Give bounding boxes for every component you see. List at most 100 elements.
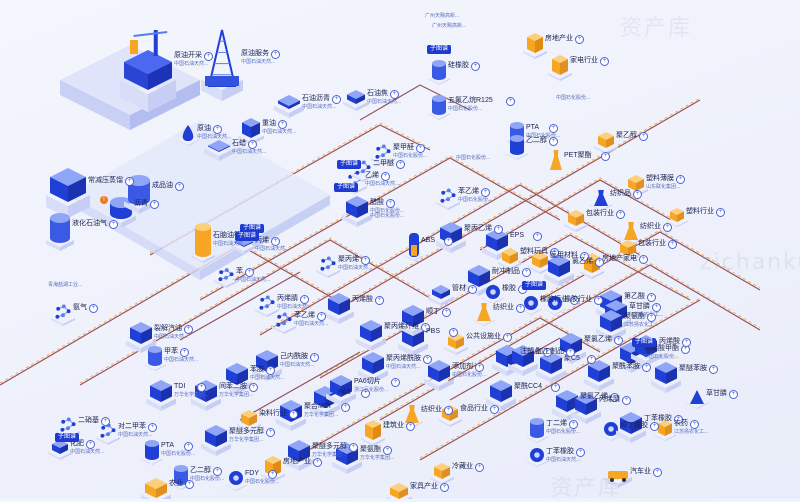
n101-expand-icon[interactable]: + xyxy=(653,468,662,477)
n14-label[interactable]: 苯 xyxy=(236,268,243,275)
n38-label[interactable]: 聚氨酯 xyxy=(360,446,381,453)
n102-company-label[interactable]: 江苏扬农化工... xyxy=(674,429,709,435)
n65-label[interactable]: 纺织业 xyxy=(493,304,514,311)
n96-expand-icon[interactable]: + xyxy=(576,448,585,457)
n1-company-label[interactable]: 中国石油天然... xyxy=(174,61,209,67)
n5-expand-icon[interactable]: + xyxy=(278,120,287,129)
n18-label[interactable]: TDI xyxy=(174,383,186,390)
n103-label[interactable]: 草甘膦 xyxy=(706,390,727,397)
n4-expand-icon[interactable]: + xyxy=(248,140,257,149)
n59-expand-icon[interactable]: + xyxy=(533,232,542,241)
n80-expand-icon[interactable]: + xyxy=(663,223,672,232)
n8-label[interactable]: 常减压蒸馏 xyxy=(88,177,123,184)
n90-label[interactable]: 加工制品 xyxy=(536,348,564,355)
n29-company-label[interactable]: 中国石油天然... xyxy=(294,321,329,327)
n37-expand-icon[interactable]: + xyxy=(349,443,358,452)
n75-label[interactable]: 聚乙醇 xyxy=(616,132,637,139)
n51-label[interactable]: 顺丁 xyxy=(426,308,440,315)
n15-label[interactable]: 氨气 xyxy=(73,304,87,311)
n95-company-label[interactable]: 中国石化股份... xyxy=(546,429,581,435)
n93-expand-icon[interactable]: + xyxy=(642,363,651,372)
n81-expand-icon[interactable]: + xyxy=(668,240,677,249)
n80-label[interactable]: 纺织业 xyxy=(640,223,661,230)
n27-company-label[interactable]: 万华化学集团... xyxy=(229,437,264,443)
n97-label[interactable]: 聚氯乙烯 xyxy=(580,393,608,400)
n98-expand-icon[interactable]: + xyxy=(622,396,631,405)
n21-company-label[interactable]: 中国石油天然... xyxy=(118,432,153,438)
n91-label[interactable]: 丙烯酸甲酯 xyxy=(644,345,679,352)
n85-label[interactable]: 草甘膦 xyxy=(629,303,650,310)
n49-expand-icon[interactable]: + xyxy=(503,333,512,342)
n97-expand-icon[interactable]: + xyxy=(610,393,619,402)
n10-label[interactable]: 沥青 xyxy=(134,200,148,207)
n77-company-label[interactable]: 山东联化集团... xyxy=(646,184,681,190)
n35-expand-icon[interactable]: + xyxy=(361,389,370,398)
subgraph-tag-4[interactable]: 子图谱 xyxy=(240,224,265,233)
n72-company-label[interactable]: 中国石化股份... xyxy=(526,133,561,139)
n39-label[interactable]: 聚丙烯 xyxy=(338,256,359,263)
n28-company-label[interactable]: 中国石油天然... xyxy=(250,375,285,381)
n52-label[interactable]: 醋酸 xyxy=(370,199,384,206)
n47-label[interactable]: 食品行业 xyxy=(460,405,488,412)
n32-label[interactable]: 染料行业 xyxy=(259,410,287,417)
n57-label[interactable]: ABS xyxy=(421,237,436,244)
n48-company-label[interactable]: 中国石化股份... xyxy=(452,372,487,378)
n85-expand-icon[interactable]: + xyxy=(652,303,661,312)
n53-expand-icon[interactable]: + xyxy=(381,172,390,181)
n2-label[interactable]: 原油服务 xyxy=(241,50,269,57)
n43-label[interactable]: 建筑业 xyxy=(383,422,404,429)
n69-company-label[interactable]: 中国石化股份... xyxy=(448,106,483,112)
n61-label[interactable]: 医用材料 xyxy=(550,252,578,259)
n70-expand-icon[interactable]: + xyxy=(575,35,584,44)
n96-label[interactable]: 丁苯橡胶 xyxy=(546,448,574,455)
n30-label[interactable]: 丙烯腈 xyxy=(277,295,298,302)
n14-expand-icon[interactable]: + xyxy=(245,268,254,277)
n44-expand-icon[interactable]: + xyxy=(444,406,453,415)
n31-company-label[interactable]: 中国石油天然... xyxy=(280,362,315,368)
n40-label[interactable]: 丙烯酸 xyxy=(352,296,373,303)
n86-company-label[interactable]: 江苏扬农化工... xyxy=(624,322,659,328)
n19-expand-icon[interactable]: + xyxy=(101,417,110,426)
n36-label[interactable]: PA6切片 xyxy=(354,378,381,385)
n17-expand-icon[interactable]: + xyxy=(180,348,189,357)
n4-company-label[interactable]: 中国石油天然... xyxy=(232,149,267,155)
n87-label[interactable]: 聚氯乙烯 xyxy=(584,336,612,343)
n5-company-label[interactable]: 中国石油天然... xyxy=(262,129,297,135)
n72-label[interactable]: PTA xyxy=(526,124,540,131)
n92-label[interactable]: 聚醚苯胺 xyxy=(679,365,707,372)
n103-expand-icon[interactable]: + xyxy=(729,390,738,399)
n38-expand-icon[interactable]: + xyxy=(383,446,392,455)
n6-company-label[interactable]: 中国石油天然... xyxy=(302,104,337,110)
n33-label[interactable]: 聚合MDI xyxy=(304,403,331,410)
n70-label[interactable]: 房地产业 xyxy=(545,35,573,42)
n62-expand-icon[interactable]: + xyxy=(522,268,531,277)
n36-expand-icon[interactable]: + xyxy=(391,378,400,387)
n51-expand-icon[interactable]: + xyxy=(442,308,451,317)
n33-expand-icon[interactable]: + xyxy=(341,403,350,412)
n64-label[interactable]: 橡胶 xyxy=(502,285,516,292)
n4-label[interactable]: 石蜡 xyxy=(232,140,246,147)
n102-expand-icon[interactable]: + xyxy=(690,420,699,429)
n86-expand-icon[interactable]: + xyxy=(647,313,656,322)
n65-expand-icon[interactable]: + xyxy=(516,304,525,313)
n95-expand-icon[interactable]: + xyxy=(569,420,578,429)
n3-company-label[interactable]: 中国石油天然... xyxy=(197,134,232,140)
n38-company-label[interactable]: 万华化学集团... xyxy=(360,455,395,461)
n11-label[interactable]: 成品油 xyxy=(152,182,173,189)
n89-expand-icon[interactable]: + xyxy=(543,348,552,357)
n5-label[interactable]: 重油 xyxy=(262,120,276,127)
extra-company-label-5[interactable]: 广州天赐高新... xyxy=(432,23,467,29)
n24-expand-icon[interactable]: + xyxy=(213,467,222,476)
subgraph-tag-3[interactable]: 子图谱 xyxy=(334,183,359,192)
n42-label[interactable]: 聚丙烯纤维 xyxy=(384,323,419,330)
n34-label[interactable]: 房地产业 xyxy=(283,458,311,465)
n31-label[interactable]: 己内酰胺 xyxy=(280,353,308,360)
n99-expand-icon[interactable]: + xyxy=(650,422,659,431)
n78-expand-icon[interactable]: + xyxy=(716,208,725,217)
n21-label[interactable]: 对二甲苯 xyxy=(118,423,146,430)
n21-expand-icon[interactable]: + xyxy=(148,423,157,432)
n83-label[interactable]: 氯乙烯 xyxy=(572,258,593,265)
n11-expand-icon[interactable]: + xyxy=(175,182,184,191)
n6-expand-icon[interactable]: + xyxy=(332,95,341,104)
extra-company-label-3[interactable]: 中国石化股份... xyxy=(370,213,405,219)
